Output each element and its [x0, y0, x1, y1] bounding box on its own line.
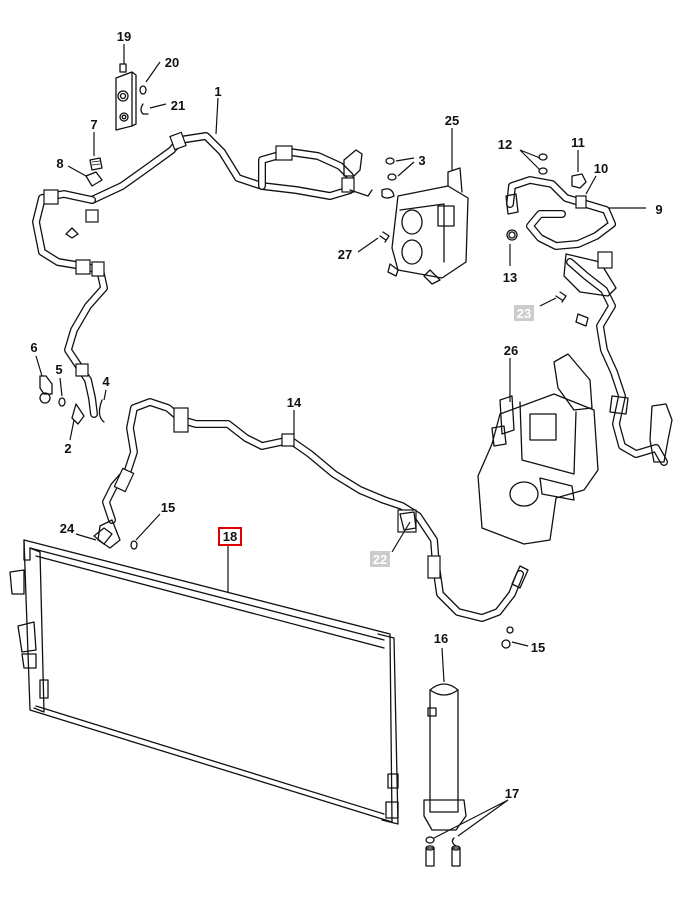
pin-23[interactable]	[555, 291, 567, 303]
label-23: 23	[517, 306, 531, 321]
label-13: 13	[503, 270, 517, 285]
o-rings-12[interactable]	[538, 153, 548, 175]
label-21: 21	[171, 98, 185, 113]
compressor-25[interactable]	[381, 167, 469, 285]
label-5: 5	[55, 362, 62, 377]
hvac-module-26[interactable]	[477, 353, 599, 545]
ac-line-1[interactable]	[88, 131, 373, 204]
bolts-o-rings-17[interactable]	[425, 836, 461, 867]
nut-11[interactable]	[571, 173, 587, 189]
bracket-24[interactable]	[93, 527, 113, 545]
label-10: 10	[594, 161, 608, 176]
o-ring-5[interactable]	[58, 397, 66, 407]
ac-line-14[interactable]	[97, 398, 529, 622]
label-25: 25	[445, 113, 459, 128]
valve-cap-7[interactable]	[89, 157, 103, 171]
label-8: 8	[56, 156, 63, 171]
callout-labels: 19 20 21 1 7 8 3 25 27 12 11 10 9 13 23 …	[30, 29, 662, 801]
label-20: 20	[165, 55, 179, 70]
o-ring-15-left[interactable]	[130, 540, 138, 550]
label-14: 14	[287, 395, 302, 410]
expansion-valve[interactable]	[115, 63, 137, 131]
label-16: 16	[434, 631, 448, 646]
label-19: 19	[117, 29, 131, 44]
o-rings-15-right[interactable]	[501, 626, 514, 649]
label-18: 18	[223, 529, 237, 544]
label-22-box	[370, 551, 390, 567]
label-15-left: 15	[161, 500, 175, 515]
label-3: 3	[418, 153, 425, 168]
label-9: 9	[655, 202, 662, 217]
o-rings-3[interactable]	[385, 157, 397, 181]
label-23-box	[514, 305, 534, 321]
label-2: 2	[64, 441, 71, 456]
label-12: 12	[498, 137, 512, 152]
pin-27[interactable]	[379, 231, 390, 243]
label-26: 26	[504, 343, 518, 358]
label-7: 7	[90, 117, 97, 132]
clip-4[interactable]	[98, 399, 105, 423]
bracket-22[interactable]	[399, 511, 417, 531]
clip-21[interactable]	[140, 103, 149, 115]
condenser-18[interactable]	[9, 539, 399, 825]
leader-lines	[35, 44, 646, 839]
label-6: 6	[30, 340, 37, 355]
ac-line-left[interactable]	[32, 171, 108, 418]
label-27: 27	[338, 247, 352, 262]
label-15-right: 15	[531, 640, 545, 655]
o-ring-20[interactable]	[139, 85, 147, 95]
label-1: 1	[214, 84, 221, 99]
o-ring-13[interactable]	[506, 229, 518, 241]
label-24: 24	[60, 521, 75, 536]
label-4: 4	[102, 374, 110, 389]
label-11: 11	[571, 135, 585, 150]
receiver-drier-16[interactable]	[423, 683, 467, 831]
label-17: 17	[505, 786, 519, 801]
ac-line-9[interactable]	[505, 176, 673, 466]
fitting-2[interactable]	[71, 403, 85, 425]
sensor-6[interactable]	[39, 375, 53, 404]
label-22: 22	[373, 552, 387, 567]
